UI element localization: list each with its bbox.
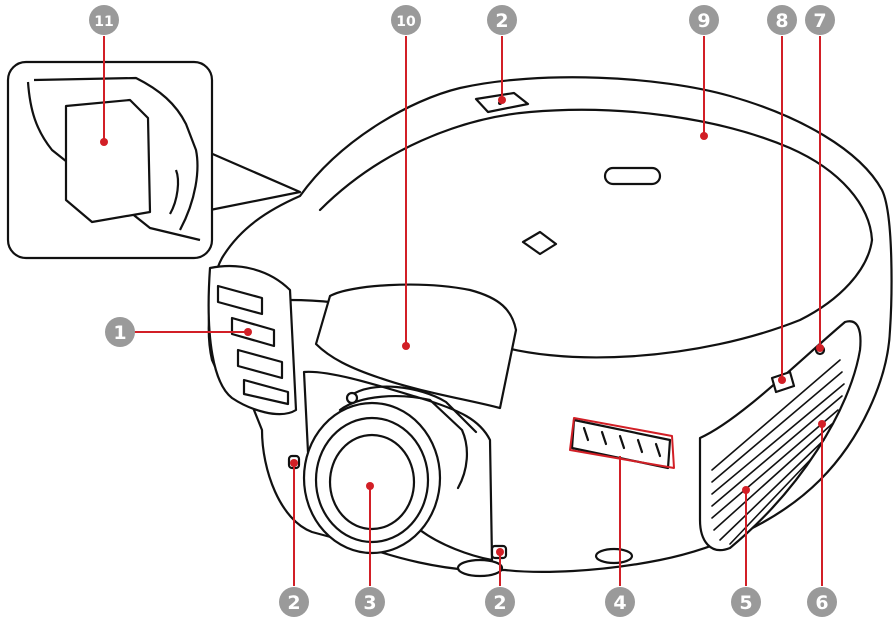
lens-glass — [328, 433, 416, 531]
inset-housing — [26, 81, 201, 242]
callout-1-label: 1 — [113, 322, 126, 344]
callout-9-label: 9 — [697, 10, 710, 32]
callout-3-badge — [355, 587, 385, 617]
callout-3-label: 3 — [363, 592, 376, 614]
callout-2-bottom-middle-badge — [485, 587, 515, 617]
callout-3: 3 — [355, 482, 385, 617]
callout-2-top: 2 — [487, 5, 517, 104]
inset-filter-slot — [169, 169, 180, 215]
callout-2-bottom-left: 2 — [279, 459, 309, 617]
right-vent-slats — [711, 359, 845, 545]
callout-5-label: 5 — [739, 592, 752, 614]
callout-7-label: 7 — [813, 10, 826, 32]
callout-2-bottom-left-dot — [290, 459, 298, 467]
inset-filter-panel — [64, 98, 152, 224]
projector-drawing — [207, 76, 893, 578]
inset-detail — [6, 60, 302, 260]
callout-5-dot — [742, 486, 750, 494]
callout-6-label: 6 — [815, 592, 828, 614]
callout-3-dot — [366, 482, 374, 490]
callout-7-badge — [805, 5, 835, 35]
callout-2-bottom-middle-label: 2 — [493, 592, 506, 614]
indicator-lights — [582, 426, 662, 458]
callout-2-top-badge — [487, 5, 517, 35]
callout-11-badge — [89, 5, 119, 35]
callout-10-dot — [402, 342, 410, 350]
callout-11: 11 — [89, 5, 119, 146]
callout-8-badge — [767, 5, 797, 35]
top-oval-vent — [603, 166, 662, 186]
callout-9: 9 — [689, 5, 719, 140]
callouts: 1 2 2 2 3 — [89, 5, 837, 617]
indicator-panel — [570, 418, 672, 470]
inset-edge — [33, 76, 199, 231]
callout-1-badge — [105, 317, 135, 347]
lens-barrel-back — [348, 385, 478, 434]
callout-7-dot — [816, 344, 824, 352]
left-vent-slats — [216, 284, 290, 406]
callout-7: 7 — [805, 5, 835, 352]
callout-2-bottom-left-badge — [279, 587, 309, 617]
lens-shift-cover — [314, 283, 518, 410]
callout-4-label: 4 — [613, 592, 626, 614]
callout-2-bottom-middle: 2 — [485, 548, 515, 617]
callout-2-bottom-left-label: 2 — [287, 592, 300, 614]
callout-1: 1 — [105, 317, 252, 347]
callout-10: 10 — [391, 5, 421, 350]
front-foot-right — [594, 547, 634, 565]
lens-small-dot — [345, 391, 359, 405]
callout-11-label: 11 — [94, 14, 113, 30]
callout-6: 6 — [807, 420, 837, 617]
callout-4-badge — [605, 587, 635, 617]
callout-10-badge — [391, 5, 421, 35]
callout-2-top-dot — [498, 96, 506, 104]
top-panel-line — [318, 108, 874, 242]
callout-4: 4 — [569, 417, 675, 617]
callout-5: 5 — [731, 486, 761, 617]
callout-8-label: 8 — [775, 10, 788, 32]
callout-6-badge — [807, 587, 837, 617]
callout-5-badge — [731, 587, 761, 617]
callout-11-dot — [100, 138, 108, 146]
callout-9-dot — [700, 132, 708, 140]
callout-6-dot — [818, 420, 826, 428]
callout-8-dot — [778, 376, 786, 384]
callout-4-bracket — [569, 417, 675, 469]
callout-1-dot — [244, 328, 252, 336]
front-foot-left — [456, 558, 504, 578]
callout-8: 8 — [767, 5, 797, 384]
lens-barrel-top — [338, 395, 468, 490]
callout-2-bottom-middle-dot — [496, 548, 504, 556]
callout-10-label: 10 — [396, 14, 416, 30]
callout-2-top-label: 2 — [495, 10, 508, 32]
top-square-mark — [521, 230, 558, 256]
callout-9-badge — [689, 5, 719, 35]
